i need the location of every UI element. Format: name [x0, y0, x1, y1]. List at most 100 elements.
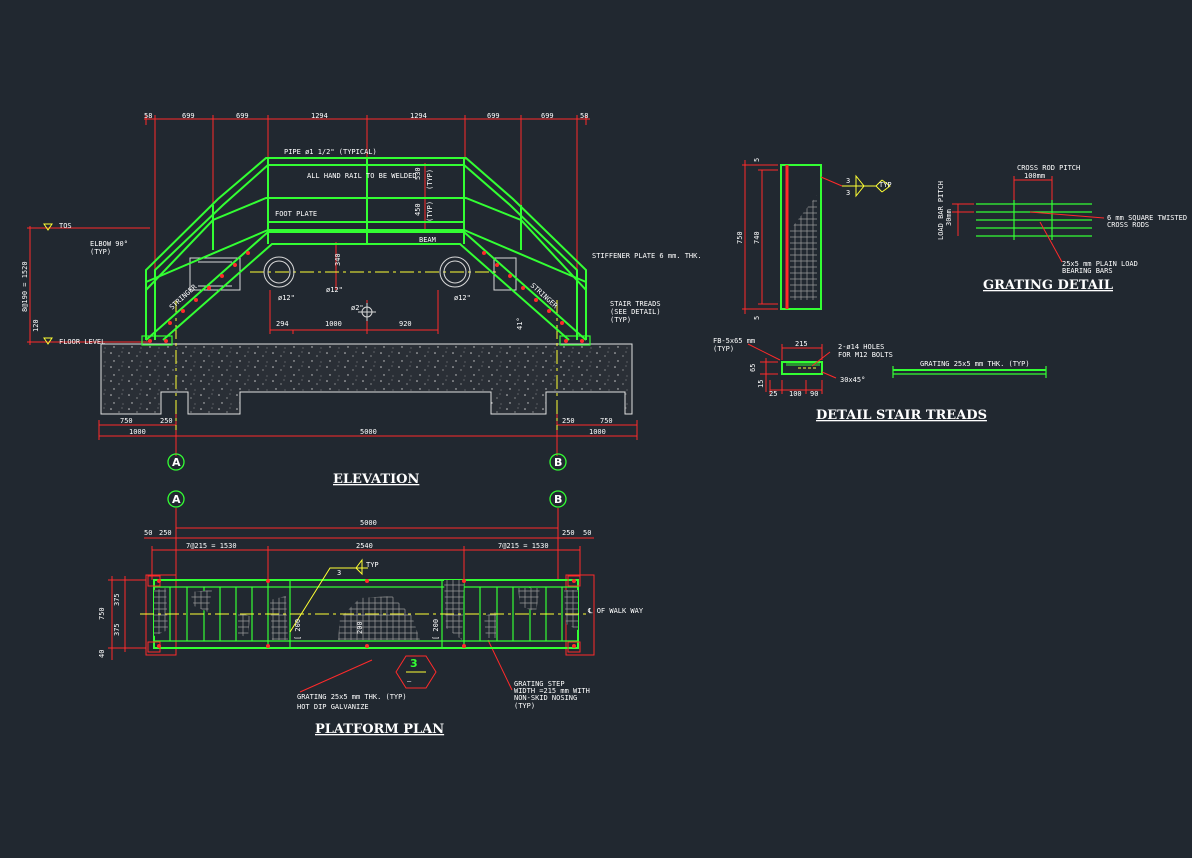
bolt-marks	[148, 251, 584, 343]
elevation-title: ELEVATION	[333, 472, 419, 487]
platform-plan-view	[108, 490, 595, 693]
plan-grid-label-b: B	[554, 493, 562, 506]
stiffener-label: STIFFENER PLATE 6 mm. THK.	[592, 252, 702, 260]
grating-patches	[154, 580, 578, 640]
step-note: NON-SKID NOSING	[514, 694, 577, 702]
dim-text: 920	[399, 320, 412, 328]
grating-note: GRATING 25x5 mm THK. (TYP)	[297, 693, 407, 701]
detail-stair-treads-title: DETAIL STAIR TREADS	[816, 408, 987, 423]
pipe-size-label: ø12"	[278, 294, 295, 302]
typ-label: (TYP)	[426, 201, 434, 222]
concrete-base	[100, 343, 633, 415]
weld-size: 3	[337, 569, 341, 577]
vertical-dim: 8@190 = 1520	[21, 261, 29, 312]
step-note: (TYP)	[514, 702, 535, 710]
tos-label: TOS	[59, 222, 72, 230]
grid-bubble-a	[167, 453, 185, 471]
dim-text: 750	[600, 417, 613, 425]
dim-text: 58	[144, 112, 152, 120]
dim-text: 100	[789, 390, 802, 398]
dim-750: 750	[736, 231, 744, 244]
dim-text: 699	[236, 112, 249, 120]
vertical-dim-small: 120	[32, 319, 40, 332]
grating-typ-label: GRATING 25x5 mm THK. (TYP)	[920, 360, 1030, 368]
cross-rod-label: CROSS ROD PITCH	[1017, 164, 1080, 172]
pipe-size-label: ø12"	[454, 294, 471, 302]
dim-text: 1000	[325, 320, 342, 328]
dim-text: 90	[810, 390, 818, 398]
pipe-size-label: ø12"	[326, 286, 343, 294]
tos-symbol	[43, 223, 53, 231]
hex-number: 3	[410, 657, 418, 670]
chamfer-label: 30x45°	[840, 376, 865, 384]
dim-text: 294	[276, 320, 289, 328]
load-bar-label: LOAD BAR PITCH	[937, 181, 945, 240]
fb-typ: (TYP)	[713, 345, 734, 353]
see-detail-label: (SEE DETAIL)	[610, 308, 661, 316]
dim-text: 5000	[360, 428, 377, 436]
dim-text: 699	[182, 112, 195, 120]
beam-label: BEAM	[419, 236, 436, 244]
rods-note: CROSS RODS	[1107, 221, 1149, 229]
dim-text: 50	[583, 529, 591, 537]
bars-note: 25x5 mm PLAIN LOAD	[1062, 260, 1138, 268]
dim-text: 1294	[311, 112, 328, 120]
dim-text: 250	[160, 417, 173, 425]
segment-dim: 7@215 = 1530	[186, 542, 237, 550]
hex-sub: —	[407, 677, 412, 685]
dim-text: 40	[98, 650, 106, 658]
rods-note: 6 mm SQUARE TWISTED	[1107, 214, 1187, 222]
bars-note: BEARING BARS	[1062, 267, 1113, 275]
handrail-note: ALL HAND RAIL TO BE WELDED	[307, 172, 417, 180]
dim-text: 58	[580, 112, 588, 120]
fb-label: FB-5x65 mm	[713, 337, 755, 345]
grid-bubble-b	[549, 453, 567, 471]
elbow-typ: (TYP)	[90, 248, 111, 256]
grid-label-a: A	[172, 456, 181, 469]
stair-typ-label: (TYP)	[610, 316, 631, 324]
dim-15: 15	[757, 380, 765, 388]
dim-text: 1000	[589, 428, 606, 436]
elbow-label: ELBOW 90°	[90, 240, 128, 248]
dim-340: 340	[334, 253, 342, 266]
top-dimensions: 58 699 699 1294 1294 699 699 58	[144, 112, 588, 120]
grid-label-b: B	[554, 456, 562, 469]
weld-size: 3	[846, 177, 850, 185]
grating-detail-title: GRATING DETAIL	[983, 278, 1113, 293]
dim-text: 699	[487, 112, 500, 120]
dim-text: 25	[769, 390, 777, 398]
rail-dim-530: 530	[414, 167, 422, 180]
stair-tread-detail	[742, 160, 1047, 394]
dim-text: 750	[120, 417, 133, 425]
dim-text: 750	[98, 607, 106, 620]
segment-dim: 2540	[356, 542, 373, 550]
dim-text: 250	[562, 417, 575, 425]
stair-frame	[141, 157, 591, 346]
stair-treads-label: STAIR TREADS	[610, 300, 661, 308]
load-bar-value: 30mm	[945, 209, 953, 226]
step-note: WIDTH =215 mm WITH	[514, 687, 590, 695]
dim-5: 5	[753, 316, 761, 320]
typ-label: (TYP)	[426, 169, 434, 190]
elevation-view	[27, 115, 638, 471]
dim-text: 1000	[129, 428, 146, 436]
segment-dim: 7@215 = 1530	[498, 542, 549, 550]
grid-bubble-b-plan	[549, 490, 567, 508]
grating-detail	[952, 176, 1105, 263]
holes-label: 2-ø14 HOLES	[838, 343, 884, 351]
dim-text: 375	[113, 623, 121, 636]
weld-size: 3	[846, 189, 850, 197]
dim-5: 5	[753, 158, 761, 162]
rail-dim-450: 450	[414, 203, 422, 216]
dim-text: 250	[562, 529, 575, 537]
dim-text: 50	[144, 529, 152, 537]
step-note: GRATING STEP	[514, 680, 565, 688]
cross-rod-value: 100mm	[1024, 172, 1045, 180]
weld-typ: TYP	[366, 561, 379, 569]
dim-740: 740	[753, 231, 761, 244]
section-hex-marker	[395, 655, 437, 689]
pipe-sections	[189, 256, 517, 321]
bolts-label: FOR M12 BOLTS	[838, 351, 893, 359]
weld-typ: TYP	[879, 181, 892, 189]
